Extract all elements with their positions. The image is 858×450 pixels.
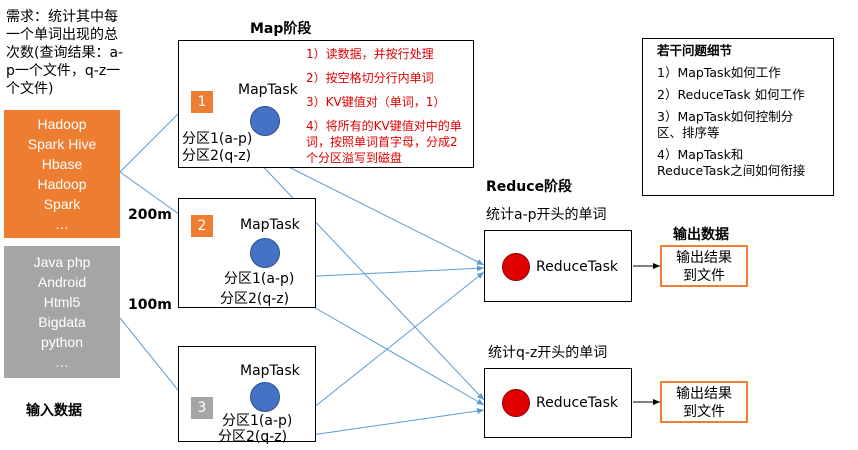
split-3: 3 bbox=[191, 397, 213, 419]
partition2-label-2: 分区2(q-z) bbox=[220, 291, 290, 307]
input-word: Bigdata bbox=[38, 314, 86, 330]
arrow-map2p2-r2 bbox=[297, 297, 485, 406]
maptask-label-1: MapTask bbox=[238, 82, 298, 98]
maptask-label-2: MapTask bbox=[240, 217, 300, 233]
reduce-group-2: 统计q-z开头的单词 bbox=[488, 345, 608, 361]
reduce-group-1: 统计a-p开头的单词 bbox=[486, 207, 607, 223]
output-text: 输出结果 bbox=[676, 250, 732, 266]
input-file-1: Hadoop Spark Hive Hbase Hadoop Spark … bbox=[4, 110, 120, 238]
reducetask-label-2: ReduceTask bbox=[536, 395, 618, 411]
input-word: … bbox=[55, 216, 69, 232]
map-step: 3）KV键值对（单词，1） bbox=[306, 95, 446, 109]
input-word: … bbox=[55, 354, 69, 370]
requirement-line: 一个单词出现的总 bbox=[6, 27, 118, 43]
partition1-label-2: 分区1(a-p) bbox=[224, 271, 295, 287]
requirement-line: 次数(查询结果：a- bbox=[6, 45, 124, 61]
map-step: 1）读数据，并按行处理 bbox=[306, 47, 434, 61]
output-box-2: 输出结果 到文件 bbox=[660, 381, 748, 423]
output-box-1: 输出结果 到文件 bbox=[660, 245, 748, 287]
reducetask-label-1: ReduceTask bbox=[536, 259, 618, 275]
input-word: Java php bbox=[33, 254, 91, 270]
map-step: 2）按空格切分行内单词 bbox=[306, 71, 434, 85]
maptask-node-1 bbox=[250, 106, 280, 136]
maptask-node-3 bbox=[250, 382, 280, 412]
input-label: 输入数据 bbox=[26, 403, 82, 419]
input-word: Hbase bbox=[41, 156, 83, 172]
partition2-label-1: 分区2(q-z) bbox=[182, 148, 252, 164]
size-label-100: 100m bbox=[128, 297, 172, 313]
partition1-label-3: 分区1(a-p) bbox=[222, 413, 293, 429]
input-word: python bbox=[40, 334, 84, 350]
notes-item: 4）MapTask和 bbox=[657, 147, 744, 162]
map-step: 个分区溢写到磁盘 bbox=[306, 151, 403, 165]
notes-item: 区、排序等 bbox=[657, 125, 720, 140]
split-1: 1 bbox=[191, 91, 213, 113]
maptask-node-2 bbox=[250, 238, 280, 268]
map-steps: 1）读数据，并按行处理 2）按空格切分行内单词 3）KV键值对（单词，1） 4）… bbox=[306, 46, 462, 166]
input-word: Hadoop bbox=[37, 176, 87, 192]
requirement-line: 需求：统计其中每 bbox=[6, 9, 118, 25]
output-title: 输出数据 bbox=[673, 227, 729, 243]
map-box-3 bbox=[178, 346, 316, 442]
split-2: 2 bbox=[191, 215, 213, 237]
requirement-line: p一个文件，q-z一 bbox=[6, 63, 121, 79]
output-text: 到文件 bbox=[683, 268, 725, 284]
output-text: 输出结果 bbox=[676, 386, 732, 402]
input-word: Spark bbox=[43, 196, 81, 212]
reducetask-node-2 bbox=[502, 389, 530, 417]
map-stage-title: Map阶段 bbox=[250, 21, 312, 37]
notes-item: 1）MapTask如何工作 bbox=[657, 65, 781, 80]
partition1-label-1: 分区1(a-p) bbox=[182, 131, 253, 147]
notes-title: 若干问题细节 bbox=[657, 43, 733, 58]
input-word: Spark Hive bbox=[27, 136, 97, 152]
input-file-2: Java php Android Html5 Bigdata python … bbox=[4, 246, 120, 378]
input-word: Hadoop bbox=[37, 116, 87, 132]
notes-item: ReduceTask之间如何衔接 bbox=[657, 163, 806, 178]
input-word: Android bbox=[37, 274, 87, 290]
arrow-map3p1-r1 bbox=[297, 271, 485, 421]
arrow-map3p2-r2 bbox=[297, 408, 485, 438]
map-step: 4）将所有的KV键值对中的单 bbox=[306, 119, 462, 133]
map-step: 词，按照单词首字母，分成2 bbox=[306, 135, 458, 149]
input-word: Html5 bbox=[43, 294, 81, 310]
notes-item: 2）ReduceTask 如何工作 bbox=[657, 87, 805, 102]
arrow-p1-r1 bbox=[254, 149, 485, 266]
partition2-label-3: 分区2(q-z) bbox=[218, 429, 288, 445]
map-box-1 bbox=[178, 40, 474, 168]
requirement-text: 需求：统计其中每 一个单词出现的总 次数(查询结果：a- p一个文件，q-z一 … bbox=[6, 8, 156, 98]
reducetask-node-1 bbox=[502, 253, 530, 281]
notes-item: 3）MapTask如何控制分 bbox=[657, 109, 794, 124]
notes-box: 若干问题细节 1）MapTask如何工作 2）ReduceTask 如何工作 3… bbox=[642, 38, 834, 196]
maptask-label-3: MapTask bbox=[240, 363, 300, 379]
size-label-200: 200m bbox=[128, 207, 172, 223]
output-text: 到文件 bbox=[683, 404, 725, 420]
requirement-line: 个文件) bbox=[6, 81, 54, 97]
reduce-stage-title: Reduce阶段 bbox=[486, 179, 573, 195]
arrow-map2p1-r1 bbox=[297, 265, 485, 278]
